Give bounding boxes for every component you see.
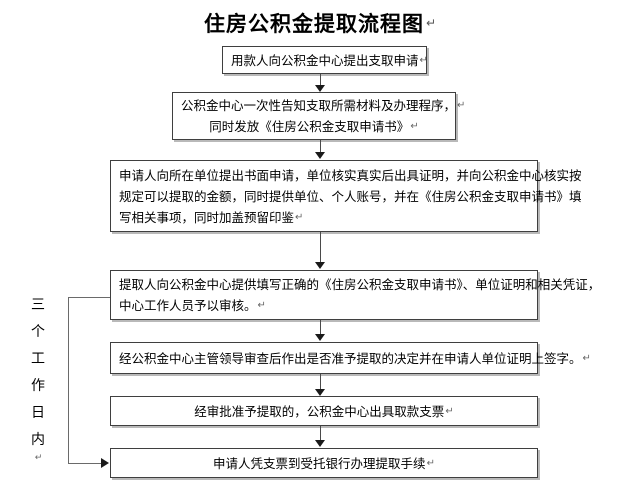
- flow-node-step-7: 申请人凭支票到受托银行办理提取手续↵: [110, 448, 538, 478]
- flow-node-step-6: 经审批准予提取的，公积金中心出具取款支票↵: [110, 396, 538, 426]
- paragraph-mark: ↵: [410, 121, 419, 132]
- bracket-top-segment: [68, 297, 110, 298]
- arrow-down-icon-2-3: [315, 152, 325, 159]
- page-title: 住房公积金提取流程图↵: [0, 8, 641, 38]
- arrow-right-icon-bracket: [101, 458, 109, 468]
- paragraph-mark: ↵: [419, 54, 428, 66]
- arrow-down-icon-1-2: [315, 85, 325, 92]
- arrow-down-icon-4-5: [315, 334, 325, 341]
- paragraph-mark: ↵: [457, 100, 466, 111]
- flow-node-step-2-line-1: 同时发放《住房公积金支取申请书》↵: [209, 119, 419, 134]
- side-label-paragraph-mark: ↵: [34, 453, 43, 463]
- bracket-bottom-segment: [68, 463, 102, 464]
- flow-node-step-2: 公积金中心一次性告知支取所需材料及办理程序，↵ 同时发放《住房公积金支取申请书》…: [172, 92, 466, 140]
- paragraph-mark: ↵: [582, 352, 591, 364]
- flow-node-step-3-line-2: 写相关事项，同时加盖预留印鉴↵: [119, 209, 304, 225]
- title-paragraph-mark: ↵: [425, 16, 438, 30]
- flow-node-step-4-line-0: 提取人向公积金中心提供填写正确的《住房公积金支取申请书》、单位证明和相关凭证，: [119, 277, 601, 292]
- bracket-vertical-segment: [68, 297, 69, 463]
- connector-1-2: [320, 74, 321, 87]
- flow-node-step-1: 用款人向公积金中心提出支取申请↵: [222, 46, 428, 74]
- paragraph-mark: ↵: [445, 405, 454, 417]
- paragraph-mark: ↵: [257, 300, 266, 311]
- paragraph-mark: ↵: [426, 457, 435, 469]
- flow-node-step-4: 提取人向公积金中心提供填写正确的《住房公积金支取申请书》、单位证明和相关凭证， …: [110, 270, 601, 320]
- flow-node-step-4-line-1: 中心工作人员予以审核。↵: [119, 298, 266, 313]
- connector-6-7: [320, 426, 321, 442]
- connector-2-3: [320, 140, 321, 154]
- connector-5-6: [320, 374, 321, 391]
- side-label-char-1: 个: [31, 324, 45, 340]
- page-title-text: 住房公积金提取流程图: [203, 12, 424, 36]
- arrow-down-icon-3-4: [315, 262, 325, 269]
- connector-4-5: [320, 320, 321, 336]
- arrow-down-icon-5-6: [315, 389, 325, 396]
- flow-node-step-6-line-0: 经审批准予提取的，公积金中心出具取款支票↵: [194, 403, 454, 419]
- flow-node-step-3: 申请人向所在单位提出书面申请，单位核实真实后出具证明，并向公积金中心核实按 规定…: [110, 160, 582, 232]
- side-label-char-2: 工: [31, 351, 45, 367]
- paragraph-mark: ↵: [295, 211, 304, 223]
- flow-node-step-1-line-0: 用款人向公积金中心提出支取申请↵: [231, 52, 428, 68]
- arrow-down-icon-6-7: [315, 440, 325, 447]
- flow-node-step-3-line-0: 申请人向所在单位提出书面申请，单位核实真实后出具证明，并向公积金中心核实按: [119, 167, 582, 183]
- flow-node-step-7-line-0: 申请人凭支票到受托银行办理提取手续↵: [213, 455, 435, 471]
- flow-node-step-2-line-0: 公积金中心一次性告知支取所需材料及办理程序，↵: [181, 98, 466, 113]
- flow-node-step-5: 经公积金中心主管领导审查后作出是否准予提取的决定并在申请人单位证明上签字。↵: [110, 342, 591, 374]
- flow-node-step-5-line-0: 经公积金中心主管领导审查后作出是否准予提取的决定并在申请人单位证明上签字。↵: [119, 350, 591, 366]
- side-label-duration: 三 个 工 作 日 内 ↵: [26, 292, 50, 463]
- side-label-char-5: 内: [31, 432, 45, 448]
- side-label-char-3: 作: [31, 378, 45, 394]
- side-label-char-0: 三: [31, 297, 45, 313]
- flow-node-step-3-line-1: 规定可以提取的金额，同时提供单位、个人账号，并在《住房公积金支取申请书》填: [119, 188, 582, 204]
- connector-3-4: [320, 232, 321, 264]
- side-label-char-4: 日: [31, 405, 45, 421]
